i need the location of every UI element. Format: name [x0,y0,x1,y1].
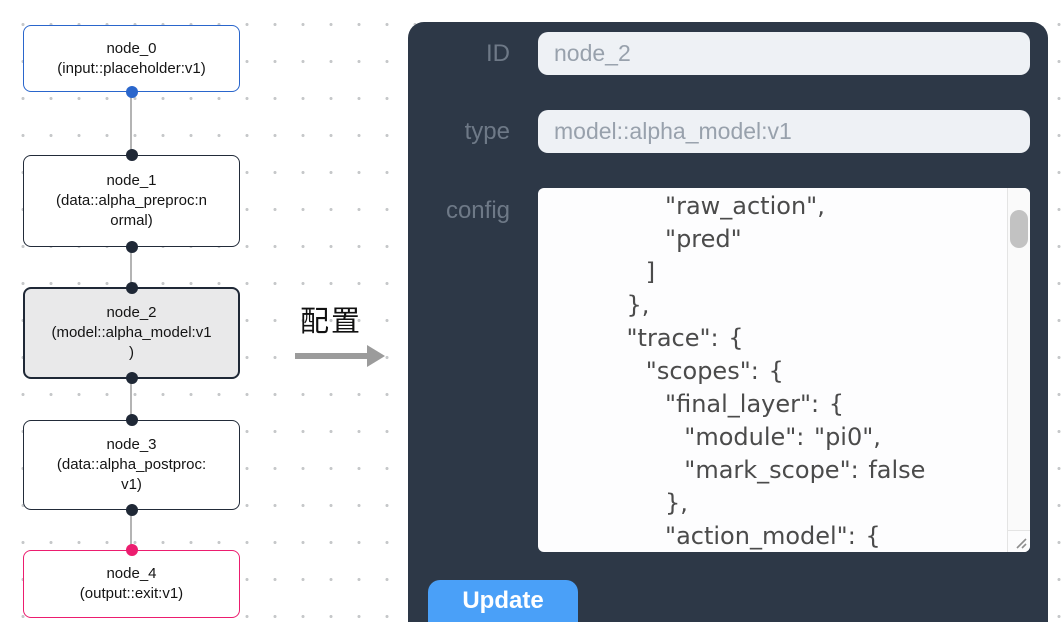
connector-port-icon[interactable] [125,414,138,426]
config-transfer: 配置 [294,298,394,368]
config-label: config [445,197,510,224]
id-input[interactable] [538,32,1030,75]
config-json-text[interactable]: "raw_action", "pred" ] }, "trace": { "sc… [626,192,926,550]
edge-node2-node3 [130,379,132,420]
flow-node-node_3[interactable]: node_3 (data::alpha_postproc: v1) [23,414,240,516]
connector-port-icon[interactable] [125,86,138,98]
id-label: ID [486,40,510,67]
connector-port-icon[interactable] [125,149,138,161]
node-title: node_2 [106,304,157,321]
config-editor[interactable]: "raw_action", "pred" ] }, "trace": { "sc… [538,188,1030,552]
update-button[interactable]: Update [428,580,578,622]
connector-port-icon[interactable] [125,241,138,253]
node-subtitle: (input::placeholder:v1) [57,59,206,77]
node-title: node_3 [106,436,157,453]
flow-node-node_0[interactable]: node_0 (input::placeholder:v1) [23,25,240,98]
type-input[interactable] [538,110,1030,153]
connector-port-icon[interactable] [125,544,138,556]
node-title: node_0 [106,39,157,57]
connector-port-icon[interactable] [125,372,138,384]
right-arrow-icon [295,345,385,367]
config-arrow-label: 配置 [300,306,363,338]
edge-node3-node4 [130,510,132,550]
resize-handle-icon[interactable] [1007,530,1030,552]
scrollbar[interactable] [1007,188,1030,530]
edge-node1-node2 [130,247,132,287]
node-subtitle: (output::exit:v1) [79,585,184,602]
scrollbar-thumb[interactable] [1010,210,1028,248]
node-title: node_1 [106,172,157,189]
flow-node-node_4[interactable]: node_4 (output::exit:v1) [23,544,240,618]
node-title: node_4 [106,565,157,582]
config-panel: ID type config "raw_action", "pred" ] },… [408,22,1048,622]
flow-node-node_1[interactable]: node_1 (data::alpha_preproc:n ormal) [23,149,240,253]
edge-node0-node1 [130,92,132,155]
type-label: type [464,118,510,145]
node-subtitle: (data::alpha_postproc: v1) [56,456,207,493]
flow-node-node_2-selected[interactable]: node_2 (model::alpha_model:v1 ) [23,282,240,384]
connector-port-icon[interactable] [125,282,138,294]
connector-port-icon[interactable] [125,504,138,516]
node-subtitle: (data::alpha_preproc:n ormal) [56,192,207,229]
node-subtitle: (model::alpha_model:v1 ) [51,324,212,361]
